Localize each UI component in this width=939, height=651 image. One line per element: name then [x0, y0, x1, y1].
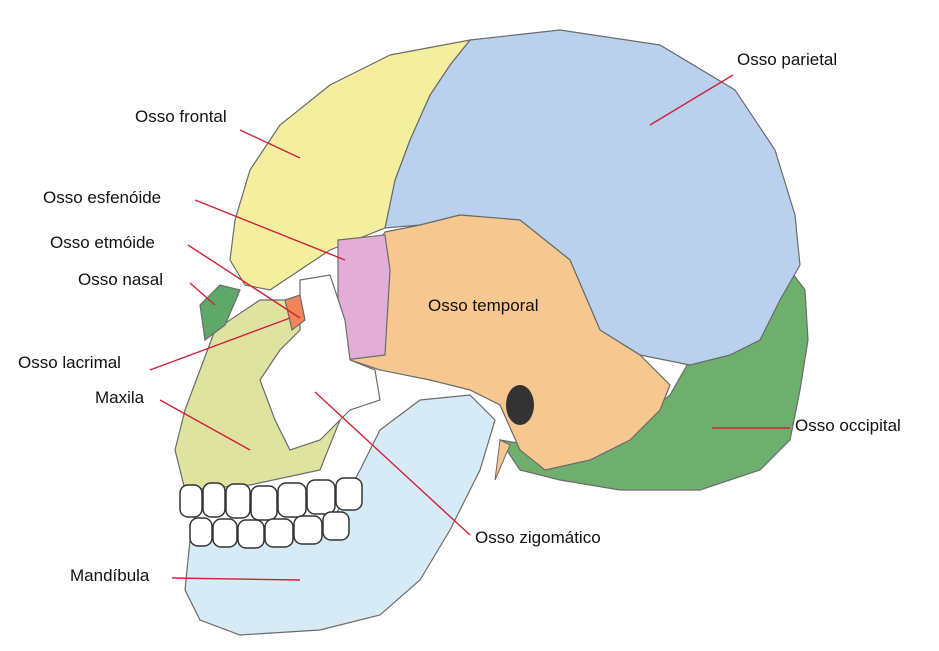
- leader-lacrimal: [149, 317, 291, 371]
- zygomatic-bone: [259, 274, 381, 451]
- leader-maxilla: [159, 399, 251, 451]
- label-parietal: Osso parietal: [737, 50, 838, 69]
- leader-lines: [149, 74, 790, 581]
- label-occipital: Osso occipital: [795, 416, 901, 435]
- temporal-bone: [339, 214, 671, 471]
- leader-nasal: [189, 282, 216, 306]
- label-frontal: Osso frontal: [135, 107, 227, 126]
- leader-zygomatic: [314, 391, 471, 536]
- label-sphenoid: Osso esfenóide: [43, 188, 162, 207]
- leader-ethmoid: [187, 244, 301, 319]
- ear-canal: [506, 385, 534, 425]
- label-maxilla: Maxila: [95, 388, 145, 407]
- label-ethmoid: Osso etmóide: [50, 233, 155, 252]
- label-temporal: Osso temporal: [428, 296, 539, 315]
- label-lacrimal: Osso lacrimal: [18, 353, 121, 372]
- leader-sphenoid: [194, 199, 346, 261]
- label-nasal: Osso nasal: [78, 270, 164, 289]
- label-zygomatic: Osso zigomático: [475, 528, 601, 547]
- leader-mandible: [171, 577, 301, 581]
- frontal-bone: [229, 39, 472, 291]
- styloid-process: [494, 439, 511, 481]
- teeth: [179, 477, 363, 549]
- lacrimal-bone: [284, 294, 306, 332]
- label-mandible: Mandíbula: [70, 566, 150, 585]
- leader-parietal: [649, 74, 734, 126]
- nasal-bone: [199, 284, 241, 342]
- leader-frontal: [239, 129, 301, 159]
